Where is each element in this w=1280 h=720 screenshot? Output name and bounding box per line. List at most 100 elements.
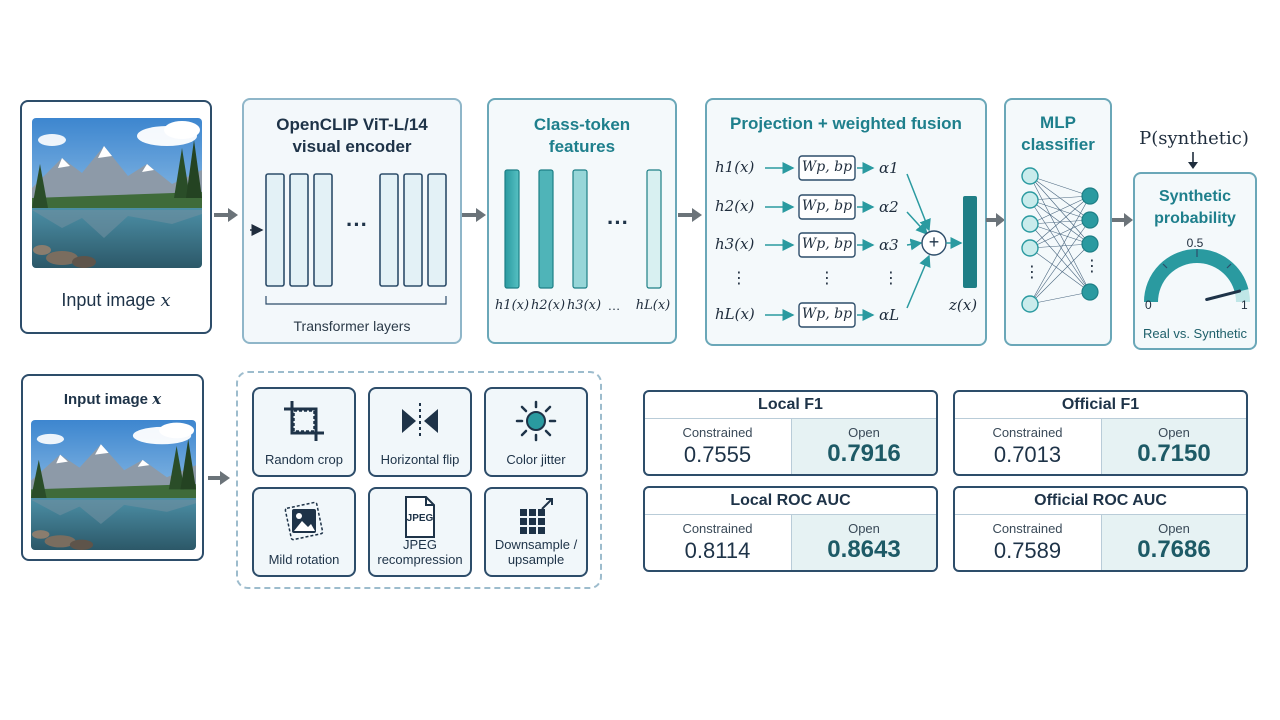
- transformer-layer: [313, 173, 333, 287]
- flow-arrow: [462, 208, 486, 222]
- mlp-hidden-node: [1081, 235, 1099, 253]
- constrained-label: Constrained: [682, 425, 753, 440]
- feature-vector: [572, 169, 588, 289]
- probability-title: Synthetic probability: [1154, 188, 1236, 227]
- encoder-title: OpenCLIP ViT-L/14 visual encoder: [276, 115, 428, 156]
- feature-vector: [646, 169, 662, 289]
- metric-title: Local F1: [645, 392, 936, 419]
- projection-box: [798, 194, 856, 220]
- flow-arrow: [1112, 213, 1133, 227]
- fusion-diagram: [765, 155, 977, 328]
- input-image-panel: Input image x: [20, 100, 212, 334]
- gauge-min-label: 0: [1145, 298, 1152, 312]
- aug-tile-horizontal-flip: Horizontal flip: [368, 387, 472, 477]
- fusion-input-label: h3(x): [715, 235, 755, 253]
- aug-tile-mild-rotation: Mild rotation: [252, 487, 356, 577]
- metric-title: Local ROC AUC: [645, 488, 936, 515]
- features-title: Class-token features: [533, 115, 631, 156]
- gauge-max-label: 1: [1241, 298, 1248, 312]
- sun-icon: [515, 400, 557, 442]
- encoder-panel: OpenCLIP ViT-L/14 visual encoder ··· Tra…: [242, 98, 462, 344]
- mlp-dots-right: ⋮: [1084, 258, 1100, 275]
- transformer-layers-diagram: [250, 173, 447, 305]
- aug-label: Horizontal flip: [380, 452, 460, 467]
- open-value: 0.7686: [1137, 536, 1211, 563]
- projection-label: Wp, bp: [801, 236, 853, 252]
- feature-vector: [504, 169, 520, 289]
- aug-tile-jpeg: JPEG JPEG recompression: [368, 487, 472, 577]
- mlp-input-node: [1021, 167, 1039, 185]
- augmentations-container: Random crop Horizontal flip Color jitter: [236, 371, 602, 589]
- augment-input-image: [31, 420, 196, 550]
- augment-input-panel: Input image x: [21, 374, 204, 561]
- flow-arrow: [208, 471, 230, 485]
- feature-bars: [504, 169, 662, 289]
- transformer-layer: [403, 173, 423, 287]
- probability-panel: Synthetic probability 0.5 0 1 Real vs. S…: [1133, 172, 1257, 350]
- open-value: 0.7150: [1137, 440, 1211, 467]
- encoder-ellipsis: ···: [346, 212, 368, 237]
- projection-box: [798, 232, 856, 258]
- fusion-title: Projection + weighted fusion: [730, 114, 962, 133]
- input-image-label: Input image x: [61, 290, 171, 311]
- down-arrow: [1188, 152, 1198, 169]
- aug-label: Color jitter: [506, 452, 566, 467]
- aug-tile-downsample: Downsample / upsample: [484, 487, 588, 577]
- open-label: Open: [1158, 425, 1190, 440]
- mlp-input-node: [1021, 295, 1039, 313]
- weight-label: α2: [879, 198, 899, 216]
- aug-label: Mild rotation: [268, 552, 340, 567]
- feature-label: h3(x): [566, 298, 602, 313]
- constrained-label: Constrained: [992, 521, 1063, 536]
- fused-vector: [963, 196, 977, 288]
- feature-label: …: [607, 298, 621, 313]
- weight-label: αL: [879, 306, 900, 324]
- open-value: 0.7916: [827, 440, 901, 467]
- features-ellipsis: ···: [607, 210, 629, 235]
- input-landscape-image: [32, 118, 202, 268]
- gauge-needle: [1205, 289, 1242, 302]
- jpeg-file-icon: JPEG: [405, 496, 435, 538]
- metric-title: Official F1: [955, 392, 1246, 419]
- transformer-layer: [427, 173, 447, 287]
- probability-gauge: [1144, 249, 1250, 303]
- mlp-input-node: [1021, 191, 1039, 209]
- aug-label: Downsample / upsample: [494, 537, 578, 567]
- fusion-panel: Projection + weighted fusion h1(x) h2(x)…: [705, 98, 987, 346]
- constrained-value: 0.7589: [993, 538, 1062, 563]
- fusion-input-label: hL(x): [715, 305, 755, 323]
- rotate-image-icon: [284, 501, 324, 541]
- mlp-hidden-node: [1081, 283, 1099, 301]
- weight-label: ⋮: [883, 270, 899, 287]
- metric-title: Official ROC AUC: [955, 488, 1246, 515]
- projection-label: Wp, bp: [801, 159, 853, 175]
- constrained-value: 0.8114: [684, 538, 751, 563]
- weight-label: α3: [879, 236, 899, 254]
- aug-label: JPEG recompression: [377, 537, 463, 567]
- fused-output-label: z(x): [949, 296, 978, 314]
- mlp-panel: MLP classifier ⋮ ⋮: [1004, 98, 1112, 346]
- transformer-layer: [289, 173, 309, 287]
- mlp-hidden-node: [1081, 187, 1099, 205]
- fusion-input-label: ⋮: [731, 270, 747, 287]
- features-panel: Class-token features ··· h1(x) h2(x) h3(…: [487, 98, 677, 344]
- feature-label: h2(x): [530, 298, 566, 313]
- feature-label: h1(x): [494, 298, 530, 313]
- aug-tile-color-jitter: Color jitter: [484, 387, 588, 477]
- mlp-input-node: [1021, 239, 1039, 257]
- flow-arrow: [678, 208, 702, 222]
- aug-tile-random-crop: Random crop: [252, 387, 356, 477]
- constrained-label: Constrained: [992, 425, 1063, 440]
- fusion-input-label: h1(x): [715, 158, 755, 176]
- flow-arrow: [986, 213, 1005, 227]
- constrained-label: Constrained: [682, 521, 753, 536]
- augment-input-label: Input image x: [63, 390, 162, 408]
- constrained-value: 0.7555: [683, 442, 752, 467]
- sum-symbol: +: [928, 232, 940, 252]
- gauge-mid-label: 0.5: [1186, 236, 1204, 250]
- open-label: Open: [848, 521, 880, 536]
- probability-header: P(synthetic): [1139, 128, 1249, 149]
- mlp-dots-left: ⋮: [1024, 264, 1040, 281]
